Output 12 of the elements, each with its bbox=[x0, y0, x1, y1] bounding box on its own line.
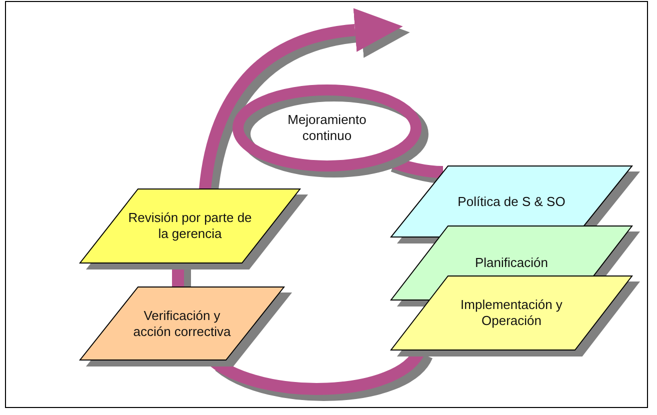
step-label: Revisión por parte de la gerencia bbox=[127, 210, 253, 242]
step-label: Mejoramiento continuo bbox=[286, 112, 368, 144]
step-label: Planificación bbox=[474, 255, 549, 271]
spiral-arrow bbox=[199, 8, 403, 190]
step-label: Verificación y acción correctiva bbox=[132, 308, 232, 340]
parallelogram-step bbox=[80, 287, 284, 360]
spiral-loop bbox=[232, 84, 422, 172]
parallelogram-step bbox=[80, 189, 300, 263]
parallelogram-step bbox=[391, 276, 632, 350]
step-label: Política de S & SO bbox=[456, 194, 566, 210]
spiral-band bbox=[172, 263, 184, 287]
step-label: Implementación y Operación bbox=[460, 297, 564, 329]
